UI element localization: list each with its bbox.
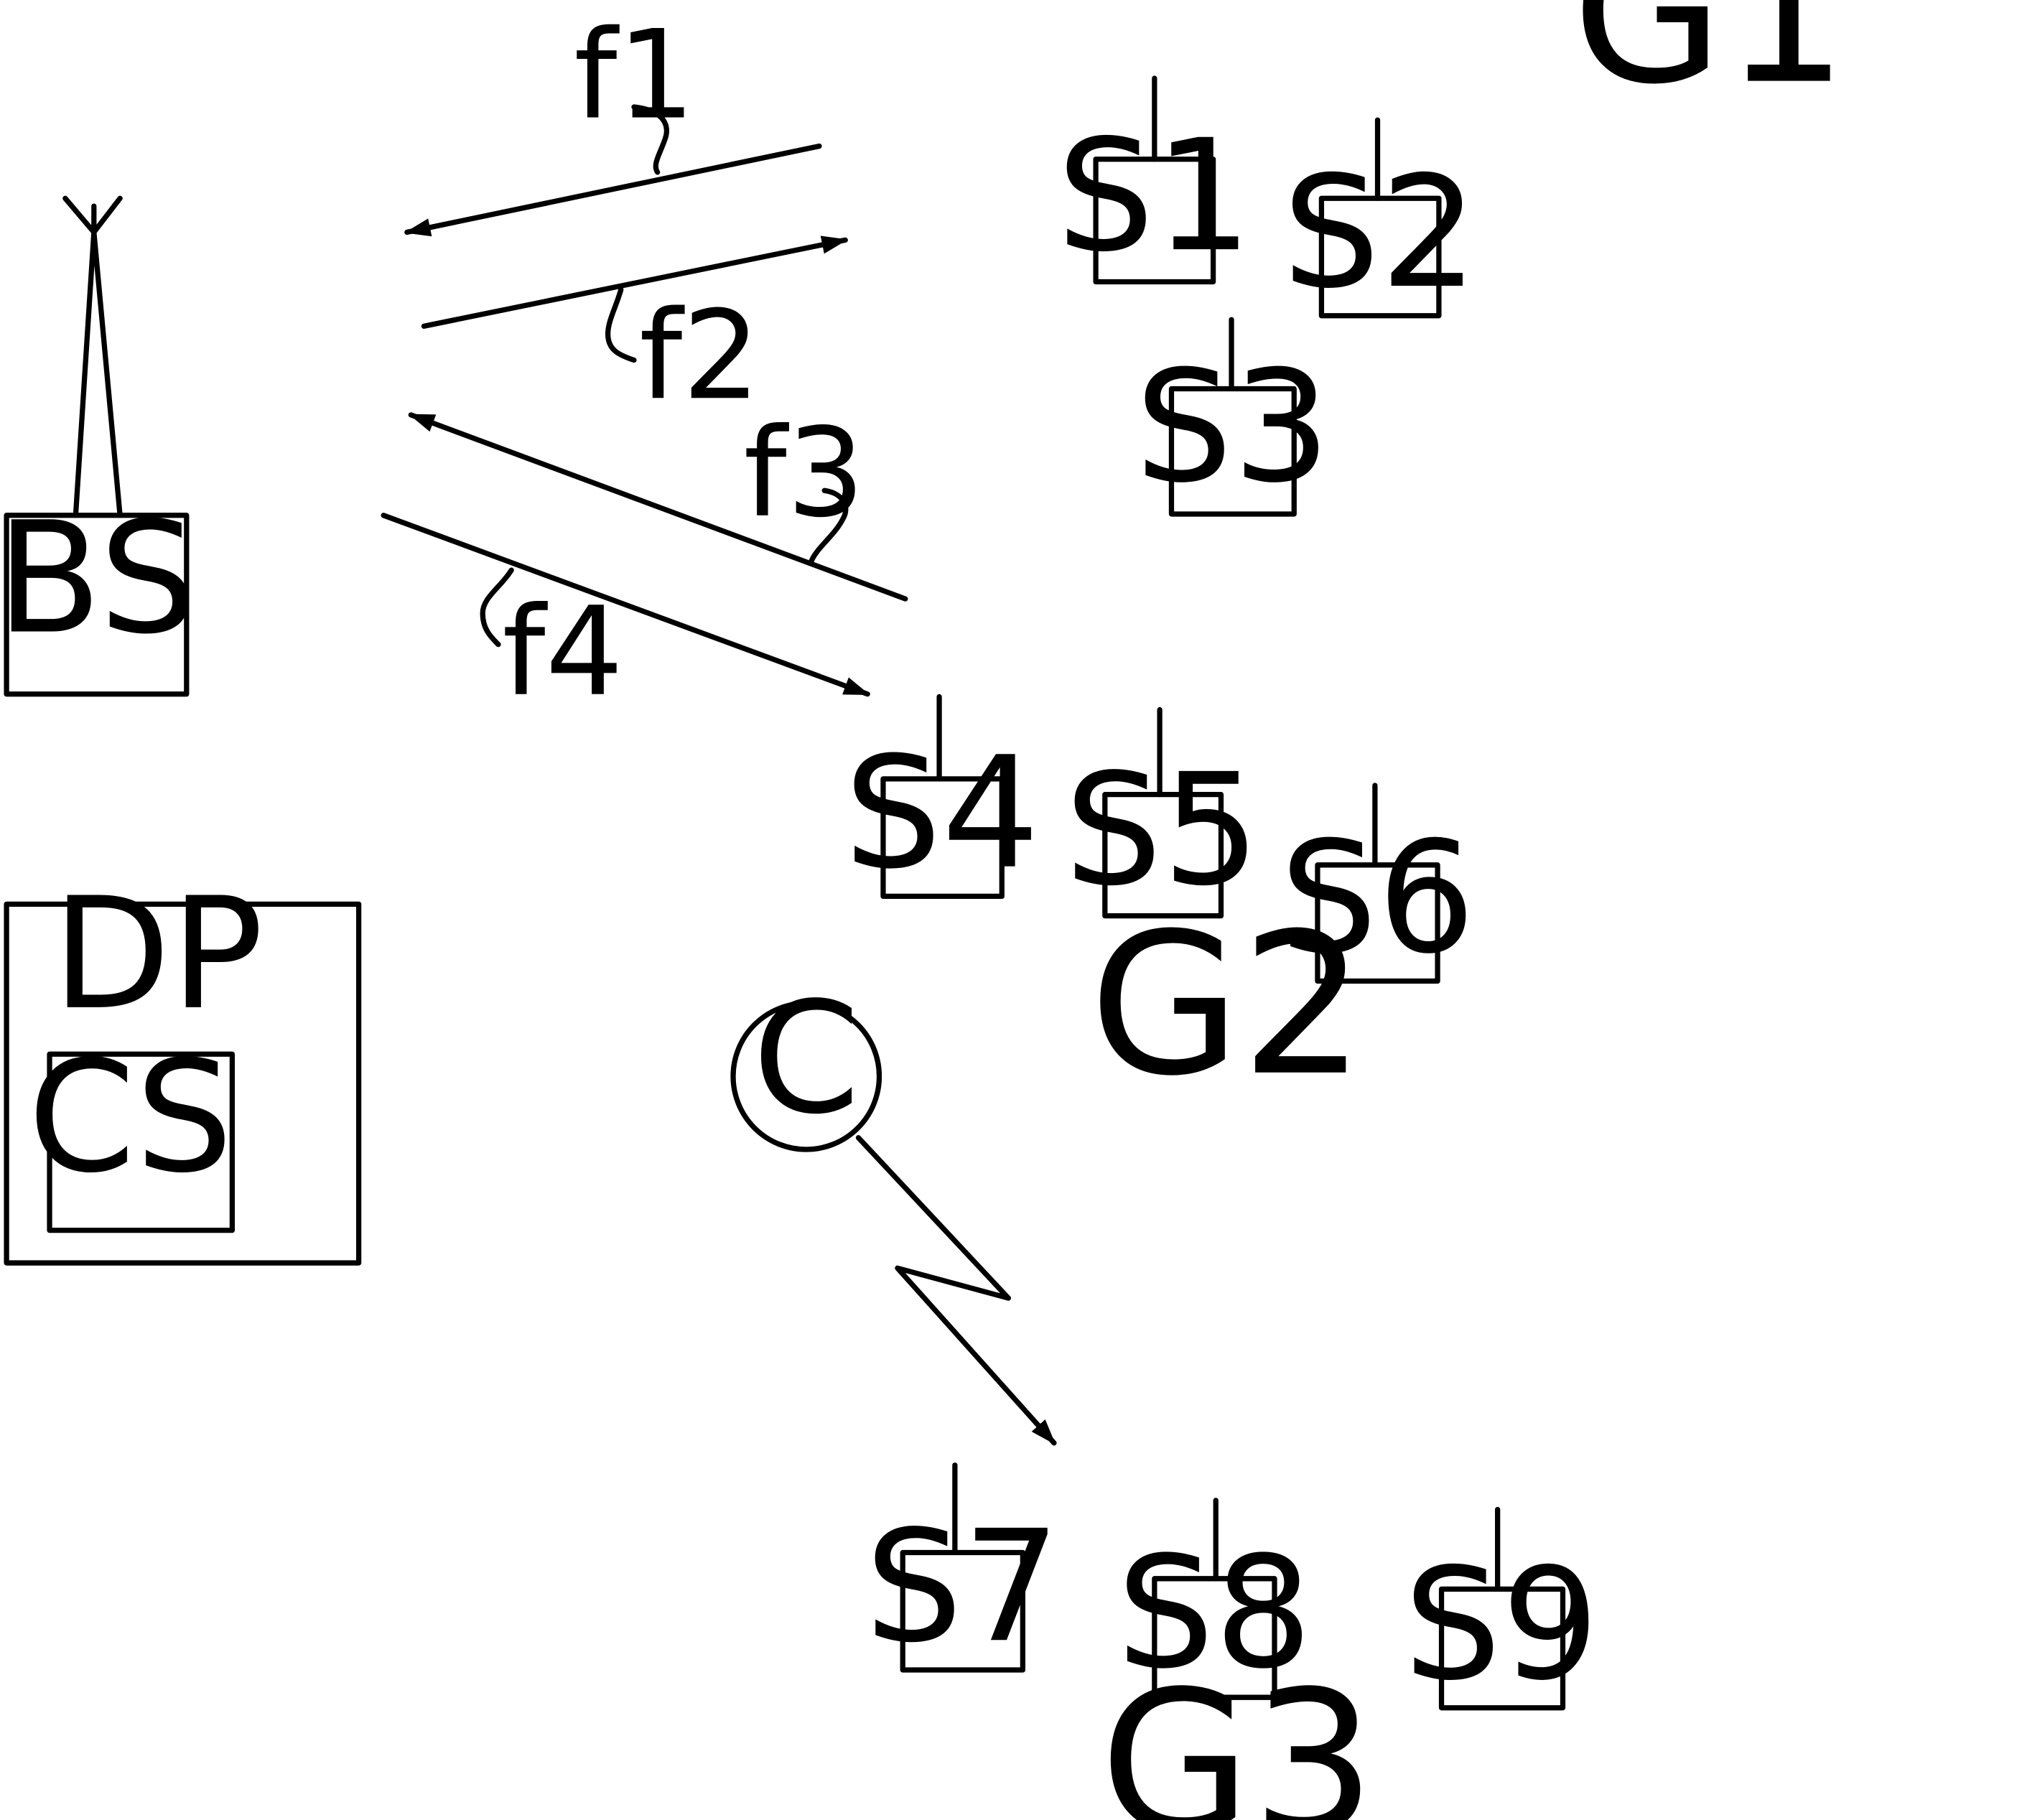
station-s1 [1093, 75, 1216, 285]
link-f1-arrow [404, 143, 822, 237]
station-s3-label: S3 [1135, 337, 1331, 517]
station-s6-label: S6 [1280, 808, 1475, 988]
data-processor [4, 901, 362, 1266]
station-s6 [1315, 783, 1440, 984]
link-f4-arrow [381, 513, 870, 697]
frequency-f4-label: f4 [502, 581, 623, 724]
data-processor-label: DP [52, 864, 264, 1044]
station-s4-label: S4 [844, 724, 1039, 903]
station-s7-label: S7 [865, 1497, 1061, 1676]
station-s9-label: S9 [1404, 1535, 1599, 1714]
group-g2-stations [880, 694, 1440, 984]
station-s8 [1152, 1498, 1277, 1700]
data-processor-box [4, 901, 362, 1266]
controller [730, 1000, 1057, 1446]
group-g3-label: G3 [1100, 1650, 1376, 1820]
group-g3-stations [900, 1462, 1566, 1711]
link-f3-arrow [408, 412, 908, 602]
station-s5-label: S5 [1065, 740, 1260, 920]
base-station-label: BS [0, 489, 197, 668]
station-s5 [1102, 706, 1224, 919]
control-station-box [47, 1051, 236, 1233]
f4-leader [480, 567, 514, 648]
frequency-f3-label: f3 [744, 402, 865, 545]
frequency-f1-label: f1 [574, 4, 695, 147]
controller-label: C [753, 969, 860, 1148]
station-s3 [1168, 317, 1297, 517]
f1-leader [631, 104, 669, 175]
base-station [4, 195, 190, 697]
station-s2-label: S2 [1282, 143, 1478, 322]
controller-radio-link [855, 1134, 1057, 1446]
controller-circle [730, 1000, 882, 1152]
antenna-icon [62, 195, 123, 518]
frequency-links [381, 104, 908, 697]
station-s8-label: S8 [1117, 1523, 1312, 1703]
control-station-label: CS [28, 1027, 233, 1207]
station-s1-label: S1 [1057, 106, 1252, 286]
station-s9 [1438, 1506, 1566, 1711]
group-g1-label: G1 [1572, 0, 1848, 128]
group-g2-label: G2 [1089, 892, 1366, 1119]
station-s7 [900, 1462, 1025, 1673]
link-f2-arrow [421, 235, 848, 329]
f3-leader [809, 487, 849, 564]
base-station-box [4, 513, 190, 697]
group-g1-stations [1093, 75, 1442, 517]
frequency-f2-label: f2 [639, 284, 760, 427]
station-s4 [880, 694, 1005, 900]
station-s2 [1318, 117, 1442, 319]
labels: BS DP CS C f1 f2 f3 f4 S1 S2 S3 S4 S5 S6… [0, 0, 1848, 1820]
f2-leader [605, 286, 637, 363]
